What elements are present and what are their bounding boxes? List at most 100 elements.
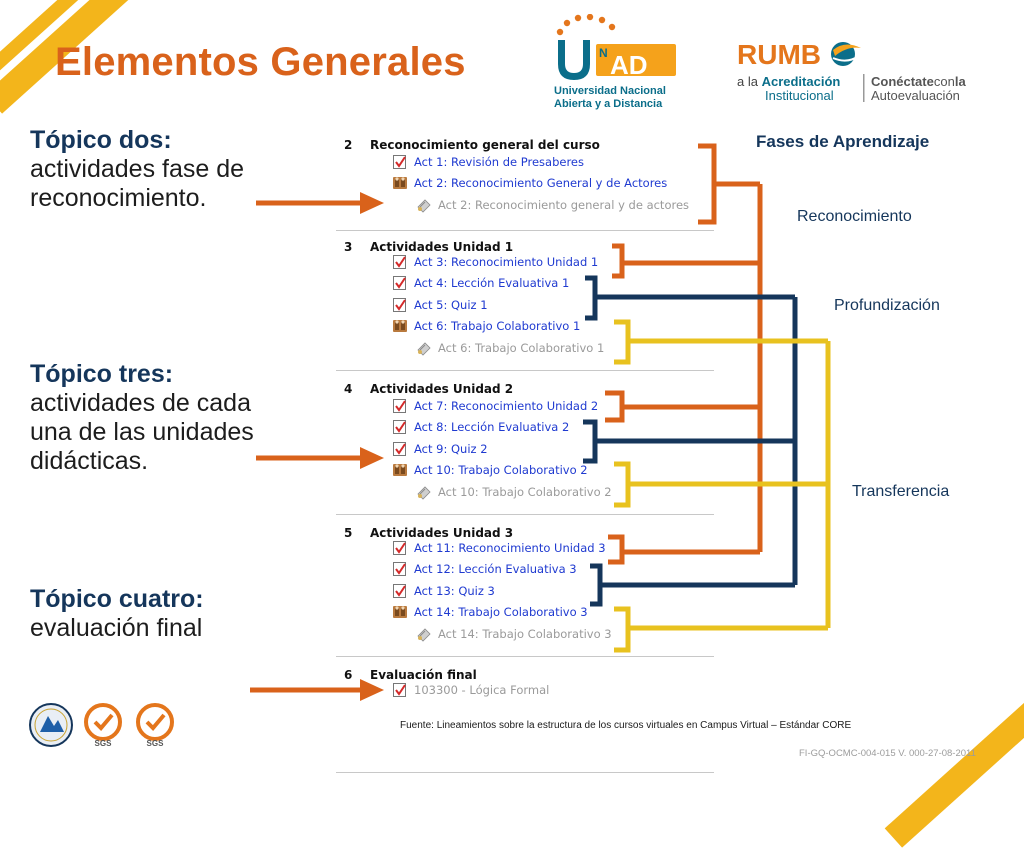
course-activity[interactable]: Act 2: Reconocimiento General y de Actor… bbox=[392, 175, 667, 191]
connector-reconocimiento bbox=[605, 143, 763, 565]
course-section-title: 2 Reconocimiento general del curso bbox=[336, 138, 600, 152]
course-activity-label: Act 3: Reconocimiento Unidad 1 bbox=[414, 255, 599, 269]
document-code: FI-GQ-OCMC-004-015 V. 000-27-08-2011 bbox=[799, 748, 976, 759]
topic-dos-line2: reconocimiento. bbox=[30, 184, 207, 212]
course-activity-label: Act 7: Reconocimiento Unidad 2 bbox=[414, 399, 599, 413]
forum-icon bbox=[392, 175, 408, 191]
course-activity[interactable]: Act 14: Trabajo Colaborativo 3 bbox=[392, 604, 588, 620]
source-note: Fuente: Lineamientos sobre la estructura… bbox=[400, 720, 852, 731]
rumbo-line1b: Acreditación bbox=[762, 74, 841, 89]
iso-certification-badge-2: SGS bbox=[136, 703, 174, 748]
course-activity-label: Act 9: Quiz 2 bbox=[414, 441, 488, 456]
quiz-icon bbox=[392, 275, 408, 291]
course-activity-label: Act 12: Lección Evaluativa 3 bbox=[414, 562, 577, 577]
unad-line2: Abierta y a Distancia bbox=[554, 98, 663, 110]
forum-icon bbox=[392, 604, 408, 620]
course-activity[interactable]: Act 1: Revisión de Presaberes bbox=[392, 154, 584, 170]
course-activity-label: Act 2: Reconocimiento general y de actor… bbox=[438, 197, 690, 212]
connector-profundizacion bbox=[583, 275, 798, 607]
course-activity[interactable]: Act 10: Trabajo Colaborativo 2 bbox=[392, 462, 588, 478]
course-activity[interactable]: Act 11: Reconocimiento Unidad 3 bbox=[392, 540, 606, 556]
assignment-icon bbox=[416, 626, 432, 642]
phase-profundizacion: Profundización bbox=[834, 297, 940, 314]
topic-dos-heading: Tópico dos: bbox=[30, 126, 172, 154]
topic-tres-line2: una de las unidades bbox=[30, 418, 254, 446]
quiz-icon bbox=[392, 540, 408, 556]
course-activity-label: Act 6: Trabajo Colaborativo 1 bbox=[414, 319, 581, 334]
course-activity-label: Act 6: Trabajo Colaborativo 1 bbox=[438, 340, 605, 355]
course-activity-label: Act 4: Lección Evaluativa 1 bbox=[414, 276, 570, 291]
course-activity[interactable]: Act 12: Lección Evaluativa 3 bbox=[392, 561, 577, 577]
topic-dos-line1: actividades fase de bbox=[30, 155, 245, 183]
topic-tres-line1: actividades de cada bbox=[30, 389, 251, 417]
unad-logo: N AD Universidad Nacional Abierta y a Di… bbox=[554, 14, 676, 110]
course-section-number: 4 bbox=[344, 382, 353, 396]
course-section-label: Reconocimiento general del curso bbox=[370, 138, 600, 152]
course-activity[interactable]: Act 6: Trabajo Colaborativo 1 bbox=[392, 318, 580, 334]
course-activity-label: Act 5: Quiz 1 bbox=[414, 297, 488, 312]
rumbo-line3a: Conéctate bbox=[871, 74, 934, 89]
course-section-divider bbox=[336, 656, 714, 657]
connector-transferencia bbox=[614, 319, 831, 653]
course-section-number: 5 bbox=[344, 526, 353, 540]
quiz-icon bbox=[392, 419, 408, 435]
course-activity-label: Act 10: Trabajo Colaborativo 2 bbox=[414, 463, 588, 478]
arrow-topic-cuatro bbox=[250, 679, 384, 701]
course-activity: Act 10: Trabajo Colaborativo 2 bbox=[416, 484, 612, 500]
svg-text:N: N bbox=[599, 46, 608, 60]
unad-dots-icon bbox=[556, 14, 616, 36]
course-activity[interactable]: Act 4: Lección Evaluativa 1 bbox=[392, 275, 569, 291]
topic-dos: Tópico dos: actividades fase de reconoci… bbox=[30, 126, 244, 213]
course-activity[interactable]: Act 9: Quiz 2 bbox=[392, 441, 488, 457]
quiz-icon bbox=[392, 254, 408, 270]
course-section-divider bbox=[336, 230, 714, 231]
quiz-icon bbox=[392, 561, 408, 577]
quiz-icon bbox=[392, 398, 408, 414]
assignment-icon bbox=[416, 197, 432, 213]
topic-tres-heading: Tópico tres: bbox=[30, 360, 174, 388]
course-section-divider bbox=[336, 772, 714, 773]
course-activity[interactable]: Act 13: Quiz 3 bbox=[392, 583, 495, 599]
rumbo-compass-icon bbox=[831, 42, 861, 66]
unad-line1: Universidad Nacional bbox=[554, 85, 666, 97]
topic-cuatro-line1: evaluación final bbox=[30, 614, 203, 642]
topic-cuatro-heading: Tópico cuatro: bbox=[30, 585, 204, 613]
quiz-icon bbox=[392, 441, 408, 457]
forum-icon bbox=[392, 318, 408, 334]
topic-tres-line3: didácticas. bbox=[30, 447, 149, 475]
assignment-icon bbox=[416, 340, 432, 356]
course-activity-label: Act 14: Trabajo Colaborativo 3 bbox=[438, 626, 612, 641]
unad-logo-wordmark: AD bbox=[610, 50, 648, 80]
course-section-number: 2 bbox=[344, 138, 353, 152]
course-section-label: Actividades Unidad 1 bbox=[370, 240, 514, 254]
slide-title: Elementos Generales bbox=[55, 40, 466, 84]
course-activity-label: Act 1: Revisión de Presaberes bbox=[414, 155, 584, 169]
cert-label-2: SGS bbox=[147, 739, 165, 748]
course-activity[interactable]: Act 3: Reconocimiento Unidad 1 bbox=[392, 254, 598, 270]
quiz-icon bbox=[392, 154, 408, 170]
rumbo-word: RUMB bbox=[737, 39, 821, 70]
quiz-icon bbox=[392, 297, 408, 313]
course-activity-label: Act 13: Quiz 3 bbox=[414, 583, 495, 598]
course-activity[interactable]: Act 8: Lección Evaluativa 2 bbox=[392, 419, 569, 435]
rumbo-acreditacion-logo: RUMB a la Acreditación Institucional Con… bbox=[737, 39, 966, 103]
unad-seal-icon bbox=[29, 703, 73, 747]
course-activity[interactable]: Act 5: Quiz 1 bbox=[392, 297, 488, 313]
course-activity-label: Act 8: Lección Evaluativa 2 bbox=[414, 420, 570, 435]
phases-title: Fases de Aprendizaje bbox=[756, 132, 930, 151]
course-activity-label: Act 11: Reconocimiento Unidad 3 bbox=[414, 541, 606, 555]
course-activity: Act 2: Reconocimiento general y de actor… bbox=[416, 197, 689, 213]
forum-icon bbox=[392, 462, 408, 478]
svg-text:a la Acreditación: a la Acreditación bbox=[737, 74, 840, 89]
assignment-icon bbox=[416, 484, 432, 500]
course-activity: 103300 - Lógica Formal bbox=[392, 682, 549, 698]
course-activity[interactable]: Act 7: Reconocimiento Unidad 2 bbox=[392, 398, 598, 414]
course-activity-label: Act 10: Trabajo Colaborativo 2 bbox=[438, 484, 612, 499]
svg-text:Conéctateconla: Conéctateconla bbox=[871, 74, 966, 89]
phase-transferencia: Transferencia bbox=[852, 483, 950, 500]
rumbo-line3c: la bbox=[955, 74, 967, 89]
